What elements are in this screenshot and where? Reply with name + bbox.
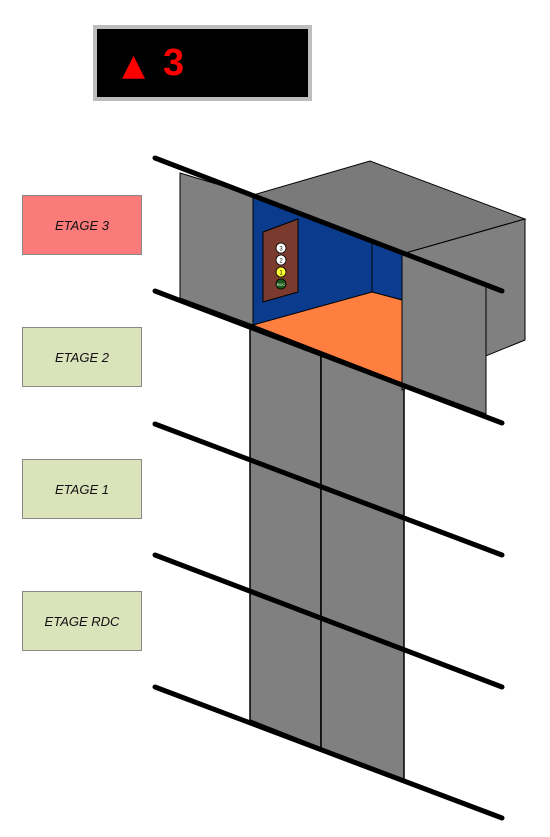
cabin-button-2[interactable] [275,254,287,266]
floor-line-top [152,155,505,294]
cabin-button-group: 3 2 1 RDC [275,242,287,290]
floor-line-rdc [152,684,505,821]
cabin-button-label: RDC [277,282,286,287]
shaft-column-right [320,352,405,782]
floor-line-3 [152,288,505,426]
cabin-button-label: 1 [279,271,283,277]
current-floor-number: 3 [163,42,185,84]
floor-button-label: ETAGE 3 [55,217,109,233]
cabin-button-3[interactable] [275,242,287,254]
floor-indicator-display: ▲ 3 [93,25,312,101]
shaft-column-left [249,323,322,750]
floor-button-1[interactable]: ETAGE 1 [22,459,142,519]
floor-button-2[interactable]: ETAGE 2 [22,327,142,387]
up-triangle-icon: ▲ [122,48,146,83]
cabin-button-label: 2 [279,259,283,265]
floor-button-label: ETAGE RDC [44,613,120,629]
cabin-button-label: 3 [279,247,283,253]
floor-button-rdc[interactable]: ETAGE RDC [22,591,142,651]
floor-button-3[interactable]: ETAGE 3 [22,195,142,255]
floor-button-label: ETAGE 1 [55,481,109,497]
cabin-button-1[interactable] [275,266,287,278]
floor-button-label: ETAGE 2 [55,349,109,365]
floor-line-1 [152,552,505,690]
cabin-button-rdc[interactable] [275,278,287,290]
floor-line-2 [152,421,505,558]
floor-level-lines [152,155,505,821]
